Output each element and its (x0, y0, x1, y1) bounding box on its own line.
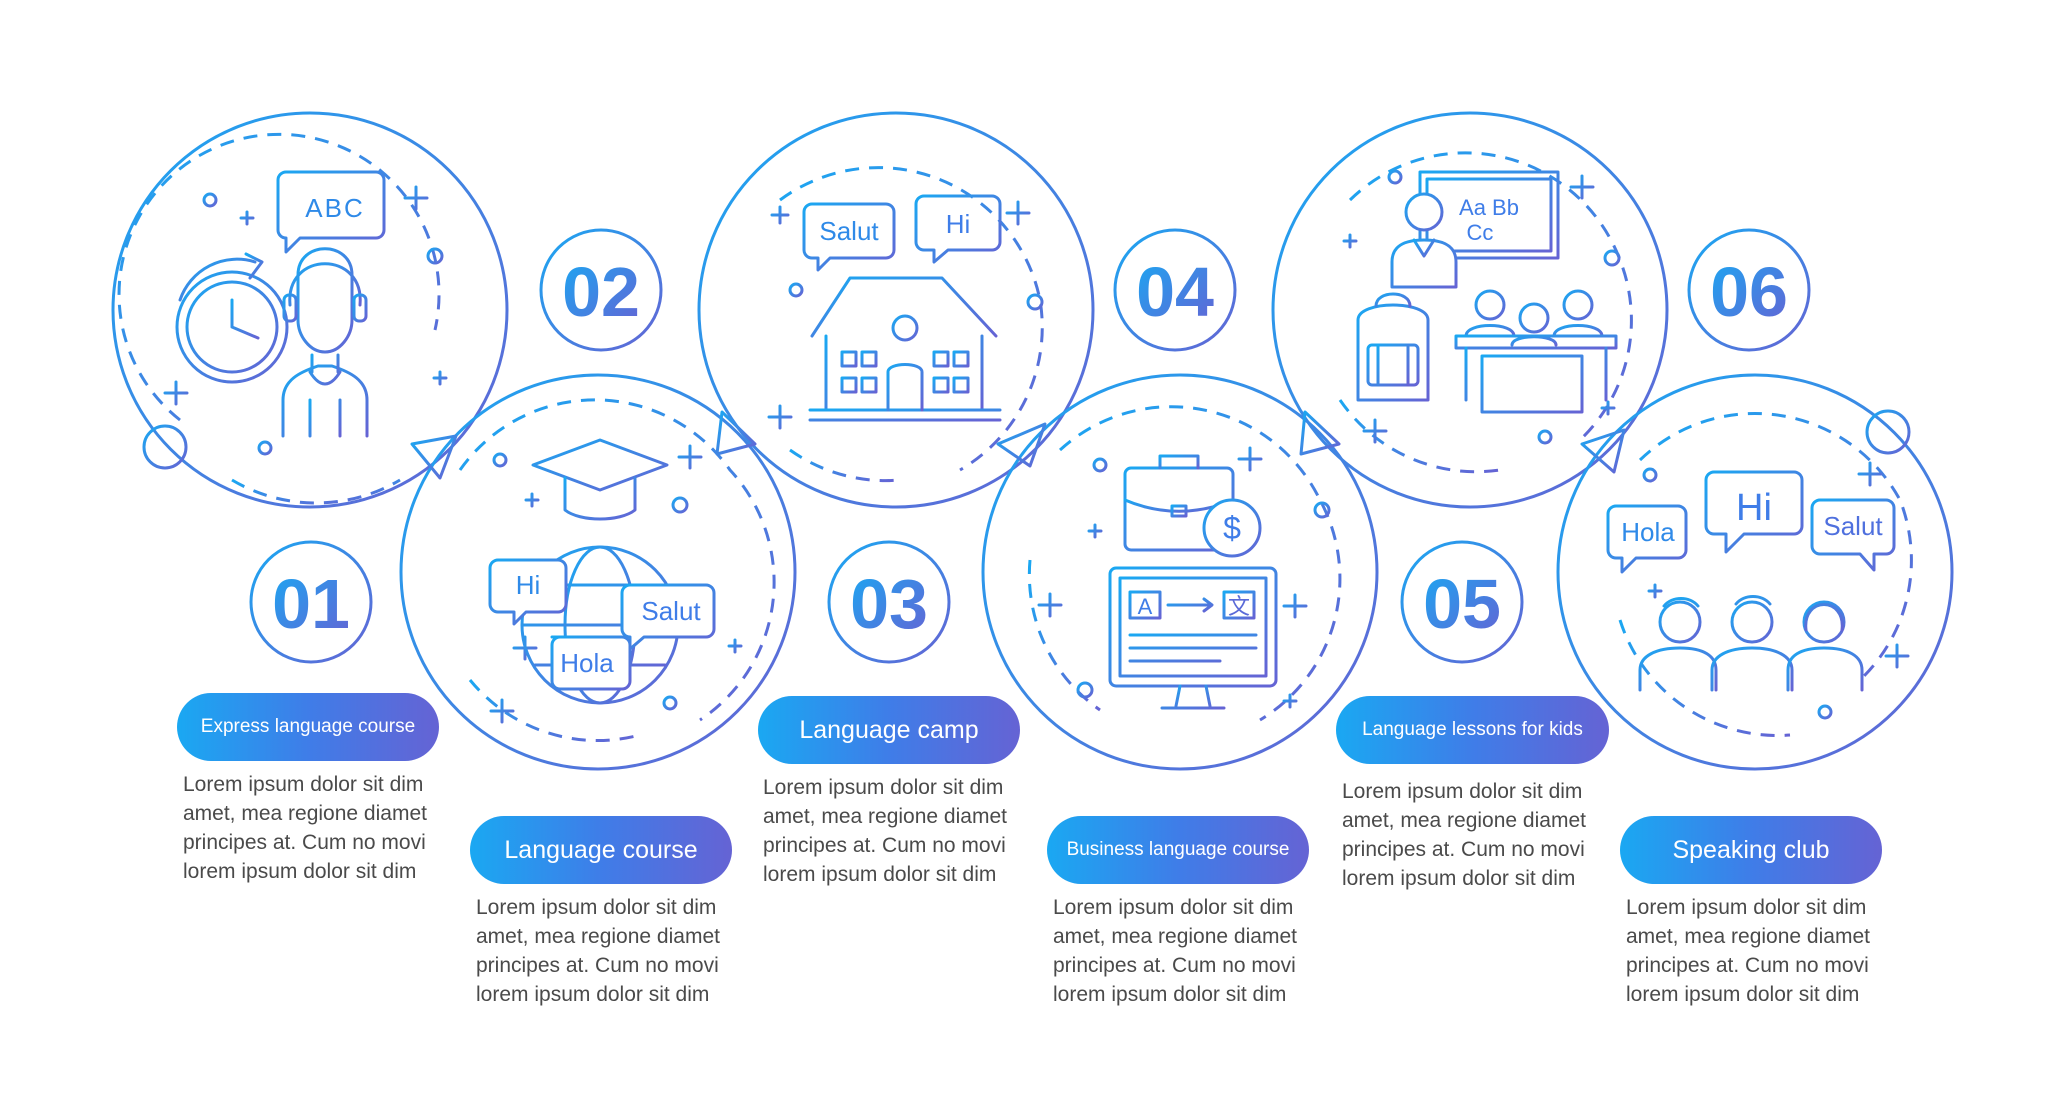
number-badge-01 (249, 540, 373, 664)
arrow-head-5 (1580, 428, 1626, 474)
speech-bubble-icon (276, 170, 386, 254)
step-3-dashed-arc (779, 166, 1044, 472)
hola-text: Hola (560, 648, 614, 678)
hi-text: Hi (1736, 487, 1772, 529)
board-line-2: Cc (1467, 220, 1494, 245)
salut-text: Salut (641, 596, 701, 626)
teacher-icon (1390, 192, 1458, 289)
step-1-dashed-arc-b (231, 478, 401, 505)
board-line-1: Aa Bb (1459, 195, 1519, 220)
step-6-description: Lorem ipsum dolor sit dim amet, mea regi… (1626, 896, 1870, 1006)
step-1-dashed-arc (117, 132, 441, 422)
speech-bubble-icon (488, 558, 568, 626)
speech-bubble-icon (802, 202, 896, 272)
step-6-dashed-arc-b (1618, 619, 1791, 737)
step-4-title: Business language course (1047, 816, 1309, 884)
dollar-text: $ (1223, 510, 1241, 546)
translator-monitor-icon (1108, 566, 1278, 710)
step-6-title: Speaking club (1620, 816, 1882, 884)
hi-text: Hi (516, 570, 541, 600)
step-6-dashed-arc (1638, 411, 1913, 682)
arrow-head-2 (715, 410, 757, 456)
graduation-cap-icon (531, 438, 669, 521)
step-number-04: 04 (1136, 253, 1214, 331)
speech-bubble-icon (1810, 498, 1896, 572)
number-badge-02 (539, 228, 663, 352)
speech-bubble-icon (550, 635, 632, 691)
step-4-ring (981, 373, 1379, 771)
step-number-01: 01 (272, 565, 350, 643)
people-group-icon (1638, 595, 1864, 692)
translate-to-text: 文 (1228, 595, 1250, 620)
step-6-ring (1556, 373, 1954, 771)
speech-bubble-icon (620, 583, 716, 651)
step-5-ring (1271, 111, 1669, 509)
salut-text: Salut (819, 216, 879, 246)
step-number-02: 02 (562, 253, 640, 331)
arrow-head-4 (1299, 410, 1341, 456)
step-4-dashed-arc-b (1027, 559, 1101, 712)
decorations (163, 169, 1910, 724)
step-5-dashed-arc (1348, 151, 1633, 442)
step-1-ring (111, 111, 509, 509)
step-5-title: Language lessons for kids (1336, 696, 1609, 764)
step-5-description: Lorem ipsum dolor sit dim amet, mea regi… (1342, 780, 1586, 890)
step-2-title: Language course (470, 816, 732, 884)
step-4-description: Lorem ipsum dolor sit dim amet, mea regi… (1053, 896, 1297, 1006)
abc-text: ABC (305, 193, 364, 223)
speech-bubble-icon (1704, 470, 1804, 554)
number-badge-03 (827, 540, 951, 664)
speech-bubble-icon (914, 194, 1002, 264)
speech-bubble-icon (1606, 504, 1688, 574)
step-2-ring (399, 373, 797, 771)
step-4-dashed-arc (1058, 405, 1342, 722)
step-3-ring (697, 111, 1095, 509)
step-2-description: Lorem ipsum dolor sit dim amet, mea regi… (476, 896, 720, 1006)
step-1-description: Lorem ipsum dolor sit dim amet, mea regi… (183, 773, 427, 883)
hola-text: Hola (1621, 517, 1675, 547)
number-badge-04 (1113, 228, 1237, 352)
step-2-dashed-arc-b (468, 679, 641, 743)
step-number-06: 06 (1710, 253, 1788, 331)
step-number-03: 03 (850, 565, 928, 643)
salut-text: Salut (1823, 511, 1883, 541)
step-1-title: Express language course (177, 693, 439, 761)
translate-from-text: A (1138, 594, 1153, 619)
students-desk-icon (1454, 289, 1618, 414)
number-badge-06 (1687, 228, 1811, 352)
school-building-icon (808, 276, 1002, 422)
hi-text: Hi (946, 209, 971, 239)
step-3-description: Lorem ipsum dolor sit dim amet, mea regi… (763, 776, 1007, 886)
number-badge-05 (1400, 540, 1524, 664)
backpack-icon (1356, 292, 1430, 402)
arrow-head-1 (410, 434, 458, 480)
operator-icon (281, 247, 369, 438)
start-node (142, 424, 188, 470)
end-node (1865, 409, 1911, 455)
step-3-dashed-arc-b (789, 448, 901, 483)
stopwatch-icon (175, 252, 289, 384)
step-5-dashed-arc-b (1338, 399, 1501, 474)
step-number-05: 05 (1423, 565, 1501, 643)
arrow-head-3 (996, 422, 1047, 468)
step-2-dashed-arc (458, 398, 776, 722)
step-3-title: Language camp (758, 696, 1020, 764)
dollar-coin-icon (1202, 498, 1262, 558)
